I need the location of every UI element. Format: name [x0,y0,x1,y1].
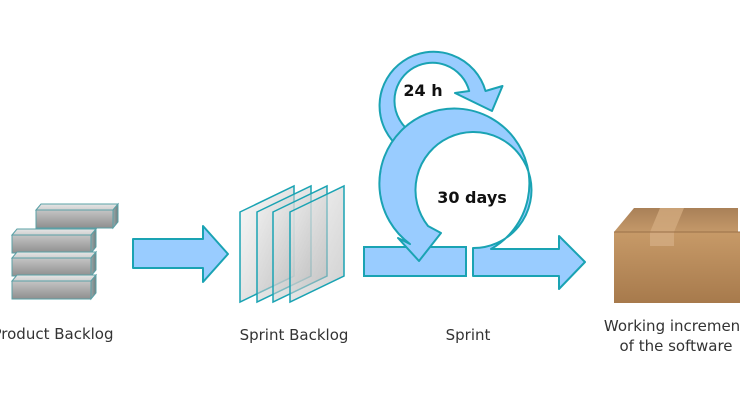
sprint-backlog-label: Sprint Backlog [240,326,349,344]
daily-cycle-label: 24 h [403,81,442,100]
sprint-cycle-label: 30 days [437,188,507,207]
increment-label-line2: of the software [619,337,732,355]
product-backlog-label: Product Backlog [0,325,114,343]
sprint-cycle-arrow [378,107,586,290]
stacked-sheets-icon [239,184,345,304]
increment-label-line1: Working increment [604,317,740,335]
flow-arrow-backlog-to-sprint-backlog [132,225,229,283]
sprint-input-bar [363,246,467,277]
cardboard-box-icon [614,208,740,303]
sprint-label: Sprint [446,326,491,344]
daily-cycle-arrow [378,50,504,150]
stacked-blocks-icon [10,202,120,301]
